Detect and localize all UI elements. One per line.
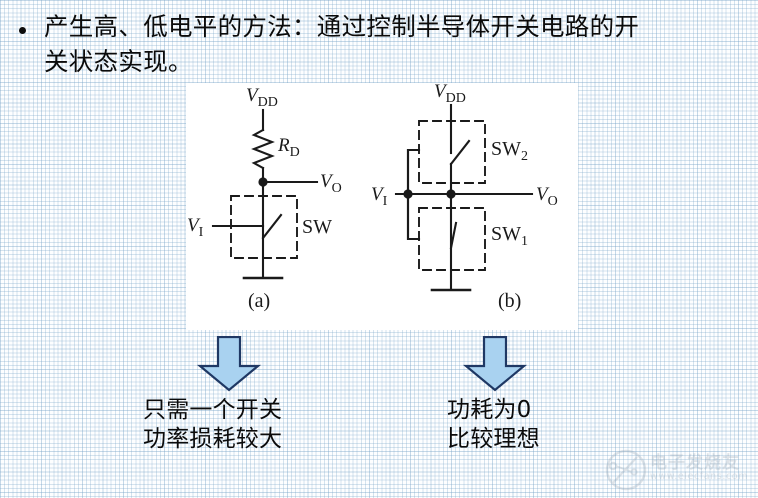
arrow-shape [196,335,262,392]
bullet-text: 产生高、低电平的方法：通过控制半导体开关电路的开 关状态实现。 [44,12,640,76]
circuit-b-input-label: VI [371,184,388,209]
circuit-b-group [394,103,534,292]
down-arrow-right-icon [462,335,528,392]
circuit-b-caption: (b) [498,290,521,312]
bullet-marker-icon [19,27,26,34]
caption-left: 只需一个开关 功率损耗较大 [143,397,283,453]
circuit-a-vdd-label: VDD [246,85,278,110]
circuit-b-output-label: VO [536,184,558,209]
circuit-b-vdd-label: VDD [434,83,466,106]
circuit-a-output-label: VO [320,171,342,196]
circuit-a-switch-box [230,195,298,259]
circuit-figure-panel: VDD RD VO VI SW (a) [186,83,578,330]
arrow-shape [462,335,528,392]
circuit-b-input-node-dot [403,189,413,199]
circuit-b-output-node-dot [446,189,456,199]
down-arrow-left [196,335,262,397]
circuit-a-group [211,108,319,280]
circuit-a-switch-label: SW [302,216,332,238]
down-arrow-right [462,335,528,397]
circuit-a-caption: (a) [248,290,270,312]
circuit-a-output-node-dot [258,177,268,187]
down-arrow-left-icon [196,335,262,392]
circuit-a-resistor-label: RD [277,135,300,160]
caption-right: 功耗为0 比较理想 [447,397,540,453]
circuit-a-resistor-symbol [251,128,275,170]
circuit-a-switch-blade [261,213,283,240]
circuit-b-switch2-blade [449,139,471,166]
circuit-figure-svg: VDD RD VO VI SW (a) [187,83,558,312]
bullet-paragraph: 产生高、低电平的方法：通过控制半导体开关电路的开 关状态实现。 [14,10,744,80]
circuit-b-switch2-label: SW2 [491,138,528,164]
circuit-a-input-label: VI [187,215,204,240]
circuit-b-switch1-label: SW1 [491,223,528,249]
